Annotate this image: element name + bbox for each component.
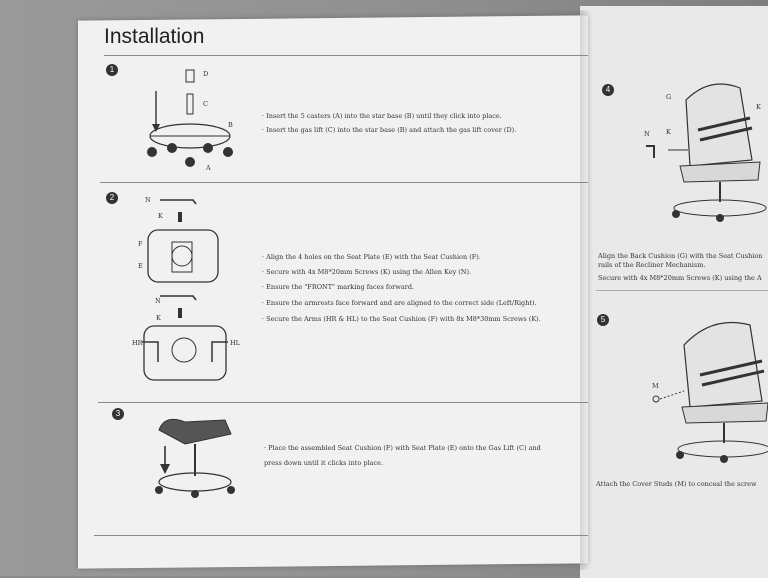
step-2-label-k: K	[158, 212, 163, 220]
step-3-instruction-2: press down until it clicks into place.	[264, 459, 384, 467]
step-2-label-hr: HR	[132, 339, 143, 347]
step-2-illustration	[142, 199, 228, 381]
step-2-label-e: E	[138, 262, 143, 270]
page-title: Installation	[104, 25, 205, 48]
step-2-instruction-1: · Align the 4 holes on the Seat Plate (E…	[262, 253, 481, 261]
title-rule	[104, 55, 588, 56]
step-4-instruction-1: Align the Back Cushion (G) with the Seat…	[598, 252, 763, 260]
step-4-label-k: K	[756, 103, 761, 111]
step-1-instruction-2: · Insert the gas lift (C) into the star …	[262, 126, 517, 134]
step-4-label-n: N	[644, 130, 650, 138]
step-2-label-k2: K	[156, 314, 161, 322]
step-1-illustration	[147, 69, 233, 167]
step-1-label-a: A	[206, 164, 211, 172]
step-1-label-b: B	[228, 121, 233, 129]
step-4-label-k2: K	[666, 128, 671, 136]
step-2-label-f: F	[138, 240, 143, 248]
bottom-rule	[94, 535, 588, 536]
step-2-label-n2: N	[155, 297, 161, 305]
step-1-label-d: D	[203, 70, 209, 78]
step-5-number: 5	[597, 314, 609, 326]
step-4-instruction-3: Secure with 4x M8*20mm Screws (K) using …	[598, 274, 762, 282]
step-4-label-g: G	[666, 93, 672, 101]
step-2-label-n: N	[145, 196, 151, 204]
step-3-illustration	[155, 418, 235, 498]
step-3-number: 3	[112, 408, 124, 420]
step-1-label-c: C	[203, 100, 208, 108]
step-5-illustration	[652, 321, 768, 463]
step-3-instruction-1: · Place the assembled Seat Cushion (F) w…	[264, 444, 541, 452]
step-5-instruction-1: Attach the Cover Studs (M) to conceal th…	[596, 480, 757, 488]
step-2-instruction-2: · Secure with 4x M8*20mm Screws (K) usin…	[262, 268, 472, 276]
step-1-divider	[100, 182, 588, 183]
step-2-instruction-4: · Ensure the armrests face forward and a…	[262, 299, 537, 307]
step-2-instruction-3: · Ensure the "FRONT" marking faces forwa…	[262, 283, 415, 291]
step-4-number: 4	[602, 84, 614, 96]
step-1-number: 1	[106, 64, 118, 76]
step-2-number: 2	[106, 192, 118, 204]
step-2-label-hl: HL	[230, 339, 240, 347]
step-2-instruction-5: · Secure the Arms (HR & HL) to the Seat …	[262, 315, 541, 323]
step-4-divider	[596, 290, 768, 291]
page-crease	[580, 10, 590, 570]
step-4-illustration	[646, 83, 767, 222]
step-4-instruction-2: rails of the Recliner Mechanism.	[598, 261, 706, 269]
step-5-label-m: M	[652, 382, 659, 390]
step-1-instruction-1: · Insert the 5 casters (A) into the star…	[262, 112, 502, 120]
step-2-divider	[98, 402, 588, 403]
